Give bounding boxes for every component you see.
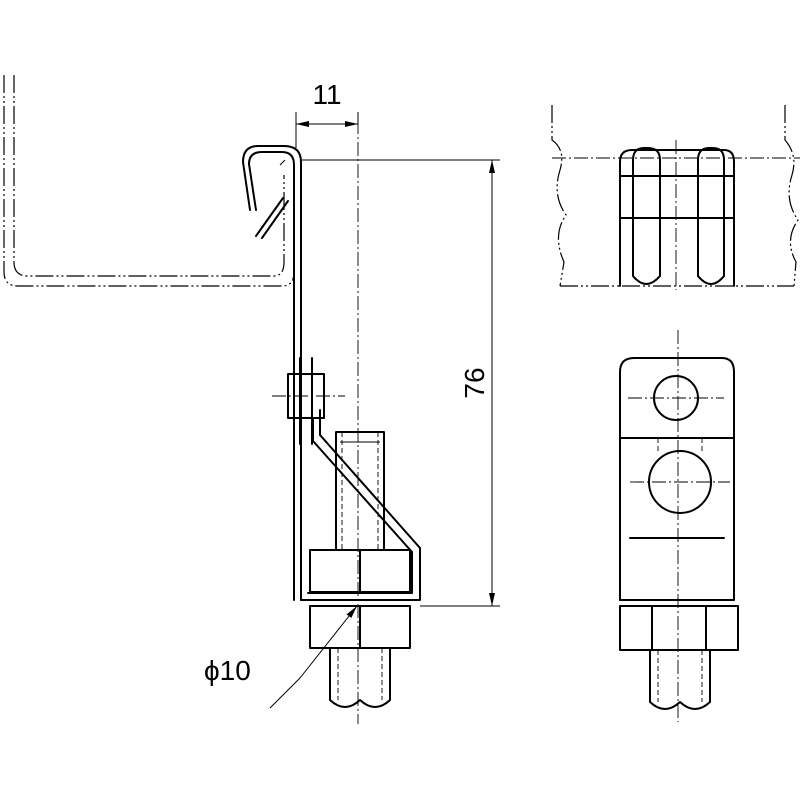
front-view [551, 105, 800, 722]
height-label: 76 [459, 367, 490, 398]
front-nut-rod [619, 330, 739, 722]
dimension-height: 76 [302, 159, 500, 607]
dimension-width: 11 [295, 79, 359, 148]
side-view: 11 76 ϕ10 [3, 75, 500, 724]
front-clip-top [619, 140, 735, 290]
front-clip-plate [619, 357, 735, 601]
rivet [272, 357, 345, 445]
dimension-diameter: ϕ10 [204, 605, 358, 709]
clip-body [242, 145, 421, 601]
threaded-rod [309, 120, 411, 724]
width-label: 11 [312, 79, 341, 110]
diameter-label: ϕ10 [204, 655, 251, 686]
